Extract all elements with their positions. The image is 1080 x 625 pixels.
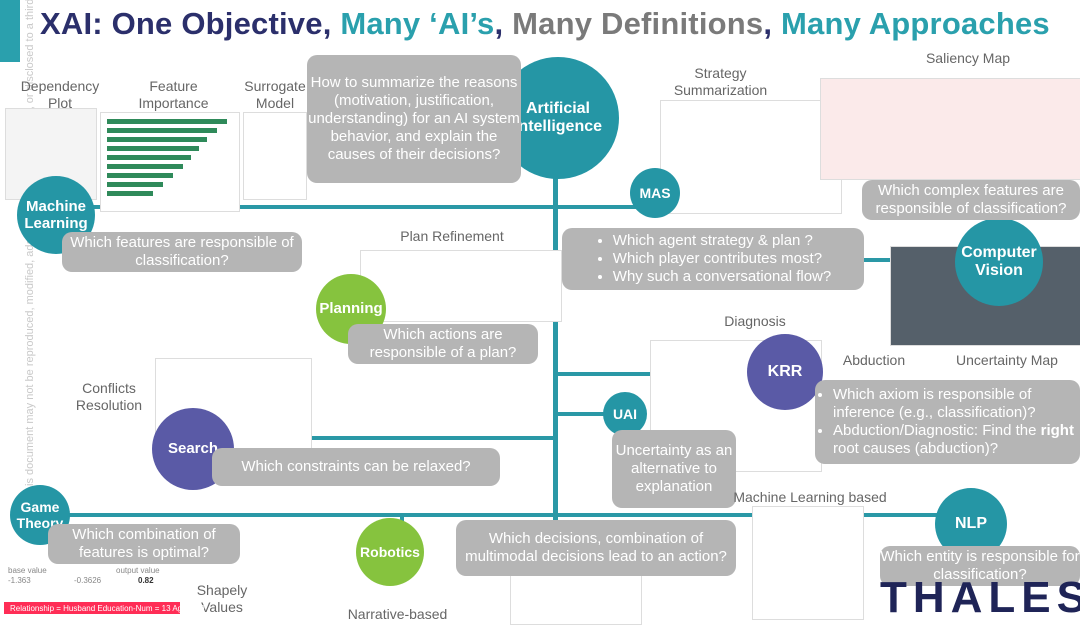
label-shapely-values: Shapely Values	[196, 582, 248, 615]
label-saliency-map: Saliency Map	[925, 50, 1011, 66]
planning-question-text: Which actions are responsible of a plan?	[369, 326, 517, 361]
shap-feature-values: Relationship = Husband Education-Num = 1…	[10, 604, 205, 613]
krr-question-box: Which axiom is responsible of inference …	[815, 380, 1080, 464]
page-title: XAI: One Objective, Many ‘AI’s, Many Def…	[40, 6, 1050, 42]
branch-game-nlp	[40, 513, 970, 517]
center-question-box: How to summarize the reasons (motivation…	[307, 55, 521, 183]
game-question-box: Which combination of features is optimal…	[48, 524, 240, 564]
node-krr: KRR	[747, 334, 823, 410]
label-uncertainty-map: Uncertainty Map	[956, 352, 1058, 368]
thales-logo: THALES	[880, 573, 1080, 622]
node-label: Search	[167, 440, 219, 458]
shap-base-label: base value	[8, 566, 47, 575]
branch-search	[190, 436, 556, 440]
title-part-definitions: Many Definitions	[512, 6, 764, 41]
krr-q2-text: Abduction/Diagnostic: Find the	[833, 422, 1041, 439]
title-sep: ,	[763, 6, 781, 41]
node-label: Computer Vision	[961, 243, 1037, 279]
ml-question-box: Which features are responsible of classi…	[62, 232, 302, 272]
krr-question-item: Which axiom is responsible of inference …	[833, 386, 1080, 422]
saliency-map-figure	[820, 78, 1080, 180]
shap-output-label: output value	[116, 566, 160, 575]
node-label: MAS	[639, 184, 671, 201]
node-label: NLP	[955, 514, 987, 532]
game-question-text: Which combination of features is optimal…	[72, 526, 216, 561]
krr-question-list: Which axiom is responsible of inference …	[815, 386, 1080, 458]
shap-base-value: -1.363	[8, 576, 31, 585]
shap-output-value: 0.82	[138, 576, 154, 585]
cv-question-box: Which complex features are responsible o…	[862, 180, 1080, 220]
mas-question-list: Which agent strategy & plan ? Which play…	[595, 232, 831, 286]
label-surrogate-model: Surrogate Model	[244, 78, 306, 111]
narrative-map-figure	[510, 570, 642, 625]
mas-question-box: Which agent strategy & plan ? Which play…	[562, 228, 864, 290]
krr-question-item: Abduction/Diagnostic: Find the right roo…	[833, 422, 1080, 458]
node-label: Artificial Intelligence	[513, 99, 603, 135]
cv-question-text: Which complex features are responsible o…	[875, 182, 1067, 217]
node-label: KRR	[767, 362, 803, 380]
trunk-line	[553, 150, 558, 550]
plan-refinement-figure	[360, 250, 562, 322]
branch-uai	[556, 412, 636, 416]
label-ml-based: Machine Learning based	[733, 489, 887, 505]
feature-importance-figure	[100, 112, 240, 212]
mas-question-item: Which agent strategy & plan ?	[613, 232, 831, 250]
node-label: Machine Learning	[24, 197, 88, 232]
search-question-text: Which constraints can be relaxed?	[241, 458, 471, 475]
label-feature-importance: Feature Importance	[138, 78, 209, 111]
shap-mid-value: -0.3626	[74, 576, 102, 585]
title-accent-bar	[0, 0, 20, 62]
label-diagnosis: Diagnosis	[724, 313, 786, 329]
title-part-objective: XAI: One Objective	[40, 6, 323, 41]
nlp-question-box: Which entity is responsible for classifi…	[880, 546, 1080, 586]
krr-q2-emphasis: right	[1040, 422, 1074, 439]
node-uai: UAI	[603, 392, 647, 436]
krr-q2-text: root causes (abduction)?	[833, 440, 999, 457]
node-mas: MAS	[630, 168, 680, 218]
search-question-box: Which constraints can be relaxed?	[212, 448, 500, 486]
strategy-tree-figure	[660, 100, 842, 214]
ml-question-text: Which features are responsible of classi…	[70, 234, 294, 269]
label-narrative-based: Narrative-based	[347, 606, 448, 622]
title-sep: ,	[494, 6, 513, 41]
ml-based-figure	[752, 506, 864, 620]
surrogate-tree-figure	[243, 112, 307, 200]
label-strategy-summarization: Strategy Summarization	[673, 65, 768, 98]
label-conflicts-resolution: Conflicts Resolution	[75, 380, 143, 413]
branch-ml-mas	[85, 205, 665, 209]
robotics-question-text: Which decisions, combination of multimod…	[465, 530, 727, 565]
node-label: UAI	[612, 405, 638, 422]
node-planning: Planning	[316, 274, 386, 344]
center-question-text: How to summarize the reasons (motivation…	[308, 74, 520, 163]
title-part-ais: Many ‘AI’s	[340, 6, 495, 41]
mas-question-item: Why such a conversational flow?	[613, 268, 831, 286]
uai-question-text: Uncertainty as an alternative to explana…	[615, 442, 733, 495]
title-part-approaches: Many Approaches	[781, 6, 1050, 41]
node-label: Planning	[319, 300, 383, 318]
shap-figure: base value output value -1.363 -0.3626 0…	[4, 566, 205, 614]
robotics-question-box: Which decisions, combination of multimod…	[456, 520, 736, 576]
title-sep: ,	[322, 6, 341, 41]
node-robotics: Robotics	[356, 518, 424, 586]
planning-question-box: Which actions are responsible of a plan?	[348, 324, 538, 364]
node-label: Robotics	[360, 543, 420, 560]
node-computer-vision: Computer Vision	[955, 218, 1043, 306]
shap-force-bar	[4, 602, 180, 614]
nlp-question-text: Which entity is responsible for classifi…	[880, 548, 1080, 583]
label-abduction: Abduction	[842, 352, 906, 368]
uai-question-box: Uncertainty as an alternative to explana…	[612, 430, 736, 508]
label-dependency-plot: Dependency Plot	[20, 78, 100, 111]
label-plan-refinement: Plan Refinement	[400, 228, 504, 244]
mas-question-item: Which player contributes most?	[613, 250, 831, 268]
